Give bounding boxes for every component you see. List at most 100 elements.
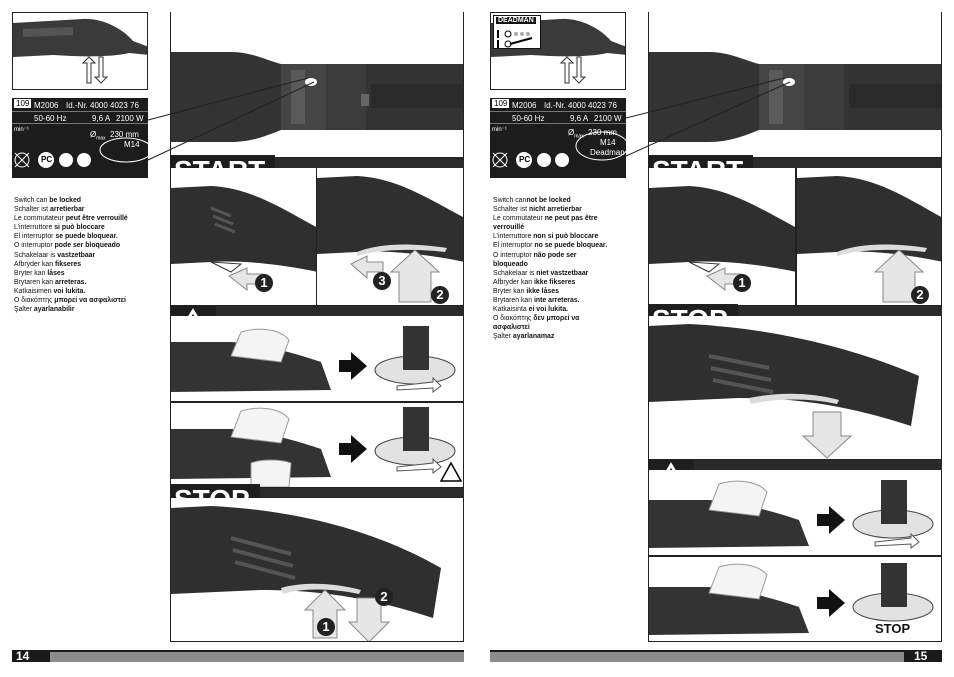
grip-drawing-right-2 <box>649 563 934 635</box>
lock-statement-line-emphasis: fikseres <box>54 260 82 268</box>
nolock-statement-line-emphasis: non si può bloccare <box>533 233 599 241</box>
nolock-statement-line-text: Schakelaar is <box>493 269 537 277</box>
nolock-statement-line: O interruptor não pode ser <box>493 251 633 260</box>
small-warning-icon <box>439 461 463 482</box>
plate-model-right: M2006 <box>512 101 537 110</box>
lock-statement-line-text: Şalter <box>14 306 34 314</box>
rating-plate-right: 109 M2006 Id.-Nr. 4000 4023 76 50-60 Hz … <box>490 98 626 178</box>
nolock-statement-line: Şalter ayarlanamaz <box>493 332 633 341</box>
nolock-statement-line: Ο διακόπτης δεν μπορεί να <box>493 314 633 323</box>
right-step-1-badge: 1 <box>733 274 751 292</box>
tool-tail-thumbnail-right: DEADMAN <box>490 12 626 90</box>
hand-lock-drawing-2 <box>317 176 463 303</box>
start-step-panel-right-1: 1 <box>648 168 796 306</box>
grip-drawing-right-1 <box>649 480 934 549</box>
nolock-statement-line: Switch cannot be locked <box>493 196 633 205</box>
grip-correct-drawing <box>171 326 456 393</box>
plate-diameter: 230 mm <box>110 130 139 139</box>
lock-statement-line: L’interruttore si può bloccare <box>14 223 154 232</box>
lock-statement-line-emphasis: be locked <box>49 197 82 204</box>
nolock-statement-line: El interruptor no se puede bloquear. <box>493 241 633 250</box>
tool-label-closeup <box>170 12 464 158</box>
nolock-statement-line-text: O interruptor <box>493 251 534 259</box>
nolock-statement-line-text: L’interruttore <box>493 233 534 241</box>
nolock-statement-line-text: Brytaren kan <box>493 297 534 305</box>
lock-statement-line-emphasis: voi lukita. <box>53 287 86 295</box>
plate-deadman-right: Deadman <box>590 148 625 157</box>
hand-switch-drawing-right-2 <box>797 176 941 303</box>
nolock-statement-line: Afbryder kan ikke fikseres <box>493 278 633 287</box>
nolock-statement-line: Katkaisinta ei voi lukita. <box>493 305 633 314</box>
nolock-statement-line-text: Katkaisinta <box>493 306 529 314</box>
nolock-statement-line-emphasis: not be locked <box>526 197 571 204</box>
plate-symbols <box>14 137 148 168</box>
plate-diameter-symbol-right: Ømax <box>568 128 584 140</box>
lock-statement-line-text: El interruptor <box>14 233 56 241</box>
grip-panel-right-2: STOP <box>648 556 942 642</box>
lock-statement-line-emphasis: ayarlanabilir <box>33 306 75 314</box>
stop-step-1-badge: 1 <box>317 618 335 636</box>
lock-statement-line: Le commutateur peut être verrouillé <box>14 214 154 223</box>
plate-thread: M14 <box>124 140 140 149</box>
lock-statement-line-text: Le commutateur <box>14 215 66 223</box>
plate-rpm-right: min⁻¹ <box>492 127 507 133</box>
lock-statement-line-text: Afbryder kan <box>14 260 55 268</box>
lock-statement-line-emphasis: se puede bloquear. <box>55 233 118 241</box>
nolock-statement-line-emphasis: ne peut pas être <box>544 215 598 223</box>
page-number-right: 15 <box>914 649 928 663</box>
plate-frequency: 50-60 Hz <box>34 114 67 123</box>
nolock-statement-line: bloqueado <box>493 260 633 269</box>
nolock-statement-line-text: Ο διακόπτης <box>493 315 534 323</box>
stop-caption-right: STOP <box>875 621 911 636</box>
nolock-statement-line-emphasis: ikke fikseres <box>533 278 576 286</box>
nolock-statement-line: Bryter kan ikke låses <box>493 287 633 296</box>
start-step-panel-1: 1 <box>170 168 317 306</box>
step-1-badge: 1 <box>255 274 273 292</box>
plate-power-right: 2100 W <box>594 114 622 123</box>
grip-panel-wrong <box>170 402 464 488</box>
lock-statement-line: Switch can be locked <box>14 196 154 205</box>
lock-statement-line: Brytaren kan arreteras. <box>14 278 154 287</box>
plate-model: M2006 <box>34 101 59 110</box>
tool-body-drawing <box>171 52 463 142</box>
plate-id: Id.-Nr. 4000 4023 76 <box>66 101 139 110</box>
nolock-statement-line-emphasis: inte arreteras. <box>533 297 580 305</box>
lock-statement-line-text: Katkaisimen <box>14 287 54 295</box>
grip-panel-correct <box>170 316 464 402</box>
nolock-statement-line-emphasis: verrouillé <box>493 224 525 232</box>
footer-bar-left <box>12 650 464 662</box>
stop-panel-left: 1 2 <box>170 498 464 642</box>
lock-statement-line-emphasis: låses <box>47 269 65 277</box>
stop-panel-right <box>648 316 942 460</box>
page-number-left: 14 <box>16 649 30 663</box>
nolock-statement-line-emphasis: não pode ser <box>533 251 577 259</box>
nolock-statement-line-emphasis: nicht arretierbar <box>529 206 582 214</box>
plate-symbols-right <box>492 131 626 168</box>
lock-statement-line: Schalter ist arretierbar <box>14 205 154 214</box>
plate-power: 2100 W <box>116 114 144 123</box>
lock-statement-line: Katkaisimen voi lukita. <box>14 287 154 296</box>
nolock-statement-line-text: Afbryder kan <box>493 278 534 286</box>
plate-current: 9,6 A <box>92 114 111 123</box>
lock-statement-line-text: Switch can <box>14 197 50 204</box>
rating-plate: 109 M2006 Id.-Nr. 4000 4023 76 50-60 Hz … <box>12 98 148 178</box>
plate-brand-mark: PC <box>41 155 53 164</box>
tool-label-closeup-right <box>648 12 942 158</box>
deadman-switch-icon <box>497 30 533 48</box>
lock-statement-line: O interruptor pode ser bloqueado <box>14 241 154 250</box>
lock-statement-line: Schakelaar is vastzetbaar <box>14 251 154 260</box>
stop-step-2-badge: 2 <box>375 588 393 606</box>
nolock-statement-line-text: Şalter <box>493 333 513 341</box>
lock-statement-line-emphasis: arretierbar <box>50 206 85 214</box>
release-drawing-right <box>649 324 919 459</box>
certification-icon <box>38 152 54 168</box>
footer-bar-right <box>490 650 942 662</box>
lock-statement-line-emphasis: peut être verrouillé <box>65 215 128 223</box>
stop-bar-left <box>170 488 464 498</box>
nolock-statement-line-emphasis: δεν μπορεί να <box>533 315 580 323</box>
nolock-statement-line-emphasis: niet vastzetbaar <box>536 269 589 277</box>
